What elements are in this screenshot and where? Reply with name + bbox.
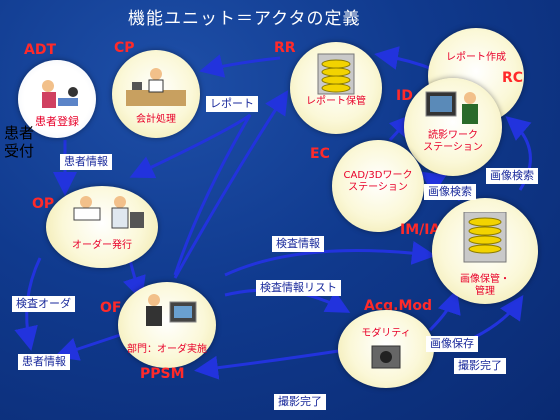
page-title: 機能ユニット＝アクタの定義 — [128, 9, 361, 29]
op-label: オーダー発行 — [72, 240, 132, 251]
rc-label: レポート作成 — [446, 52, 506, 63]
adt-abbr: ADT — [24, 42, 57, 58]
modality-scanner-icon — [371, 345, 401, 369]
rc-abbr: RC — [502, 70, 524, 86]
imia-abbr: IM/IA — [400, 222, 441, 238]
op-abbr: OP — [32, 196, 55, 212]
imia-node[interactable]: 画像保管・ 管理 — [432, 198, 538, 304]
rr-abbr: RR — [274, 40, 296, 56]
cp-label: 会計処理 — [136, 114, 176, 125]
reading-workstation-icon — [425, 91, 478, 124]
flow-label-exam-order: 検査オーダ — [12, 296, 75, 312]
flow-label-image-search-1: 画像検索 — [486, 168, 538, 184]
ec-label-1: CAD/3Dワーク — [343, 170, 413, 181]
image-archive-disk-icon — [463, 212, 507, 263]
of-abbr: OF — [100, 300, 122, 316]
arrow-of-out — [54, 333, 121, 361]
cp-abbr: CP — [114, 40, 135, 56]
cp-node[interactable]: 会計処理 — [112, 50, 200, 138]
adt-side-text-1: 患者 — [4, 124, 35, 142]
id-node[interactable]: 読影ワーク ステーション — [404, 78, 502, 176]
technician-computer-icon — [146, 294, 197, 326]
flow-label-exam-info: 検査情報 — [272, 236, 324, 252]
adt-label: 患者登録 — [35, 115, 79, 128]
flow-label-capture-done-2: 撮影完了 — [274, 394, 326, 410]
physician-patient-icon — [73, 196, 144, 229]
arrow-of-to-rr — [173, 89, 289, 279]
id-abbr: ID — [396, 88, 413, 104]
rr-label: レポート保管 — [306, 96, 366, 107]
of-label: 部門：オーダ実施 — [127, 344, 207, 355]
adt-node[interactable]: 患者登録 — [18, 60, 96, 138]
report-archive-disk-icon — [317, 53, 355, 95]
op-node[interactable]: オーダー発行 — [46, 186, 158, 268]
arrow-rr-to-cp — [199, 54, 281, 78]
flow-label-patient-info-2: 患者情報 — [18, 354, 70, 370]
flow-label-patient-info-1: 患者情報 — [60, 154, 112, 170]
imia-label-2: 管理 — [475, 286, 495, 297]
adt-side-text-2: 受付 — [4, 142, 35, 160]
arrow-rc-to-rr — [374, 46, 436, 72]
arrow-of-to-imia — [224, 241, 436, 277]
flow-label-report: レポート — [206, 96, 258, 112]
ec-node[interactable]: CAD/3Dワーク ステーション — [332, 140, 424, 232]
adt-person-icon — [42, 80, 78, 108]
acqmod-node[interactable]: モダリティ — [338, 310, 434, 388]
flow-label-exam-info-list: 検査情報リスト — [256, 280, 341, 296]
ec-label-2: ステーション — [348, 182, 408, 193]
arrow-acqmod-to-of — [194, 348, 346, 380]
id-label-2: ステーション — [423, 142, 483, 153]
flow-label-image-search-2: 画像検索 — [424, 184, 476, 200]
ec-abbr: EC — [310, 146, 330, 162]
flow-label-capture-done-1: 撮影完了 — [454, 358, 506, 374]
rr-node[interactable]: レポート保管 — [290, 42, 382, 134]
id-label-1: 読影ワーク — [428, 130, 478, 141]
ppsm-abbr: PPSM — [140, 366, 185, 382]
arrow-acqmod-to-imia — [428, 289, 461, 332]
imia-label-1: 画像保管・ — [460, 274, 510, 285]
arrow-of-to-cp — [129, 113, 252, 276]
flow-label-image-store: 画像保存 — [426, 336, 478, 352]
acqmod-label: モダリティ — [361, 328, 411, 339]
of-node[interactable]: 部門：オーダ実施 — [118, 282, 216, 368]
accounting-clerk-icon — [126, 68, 186, 106]
